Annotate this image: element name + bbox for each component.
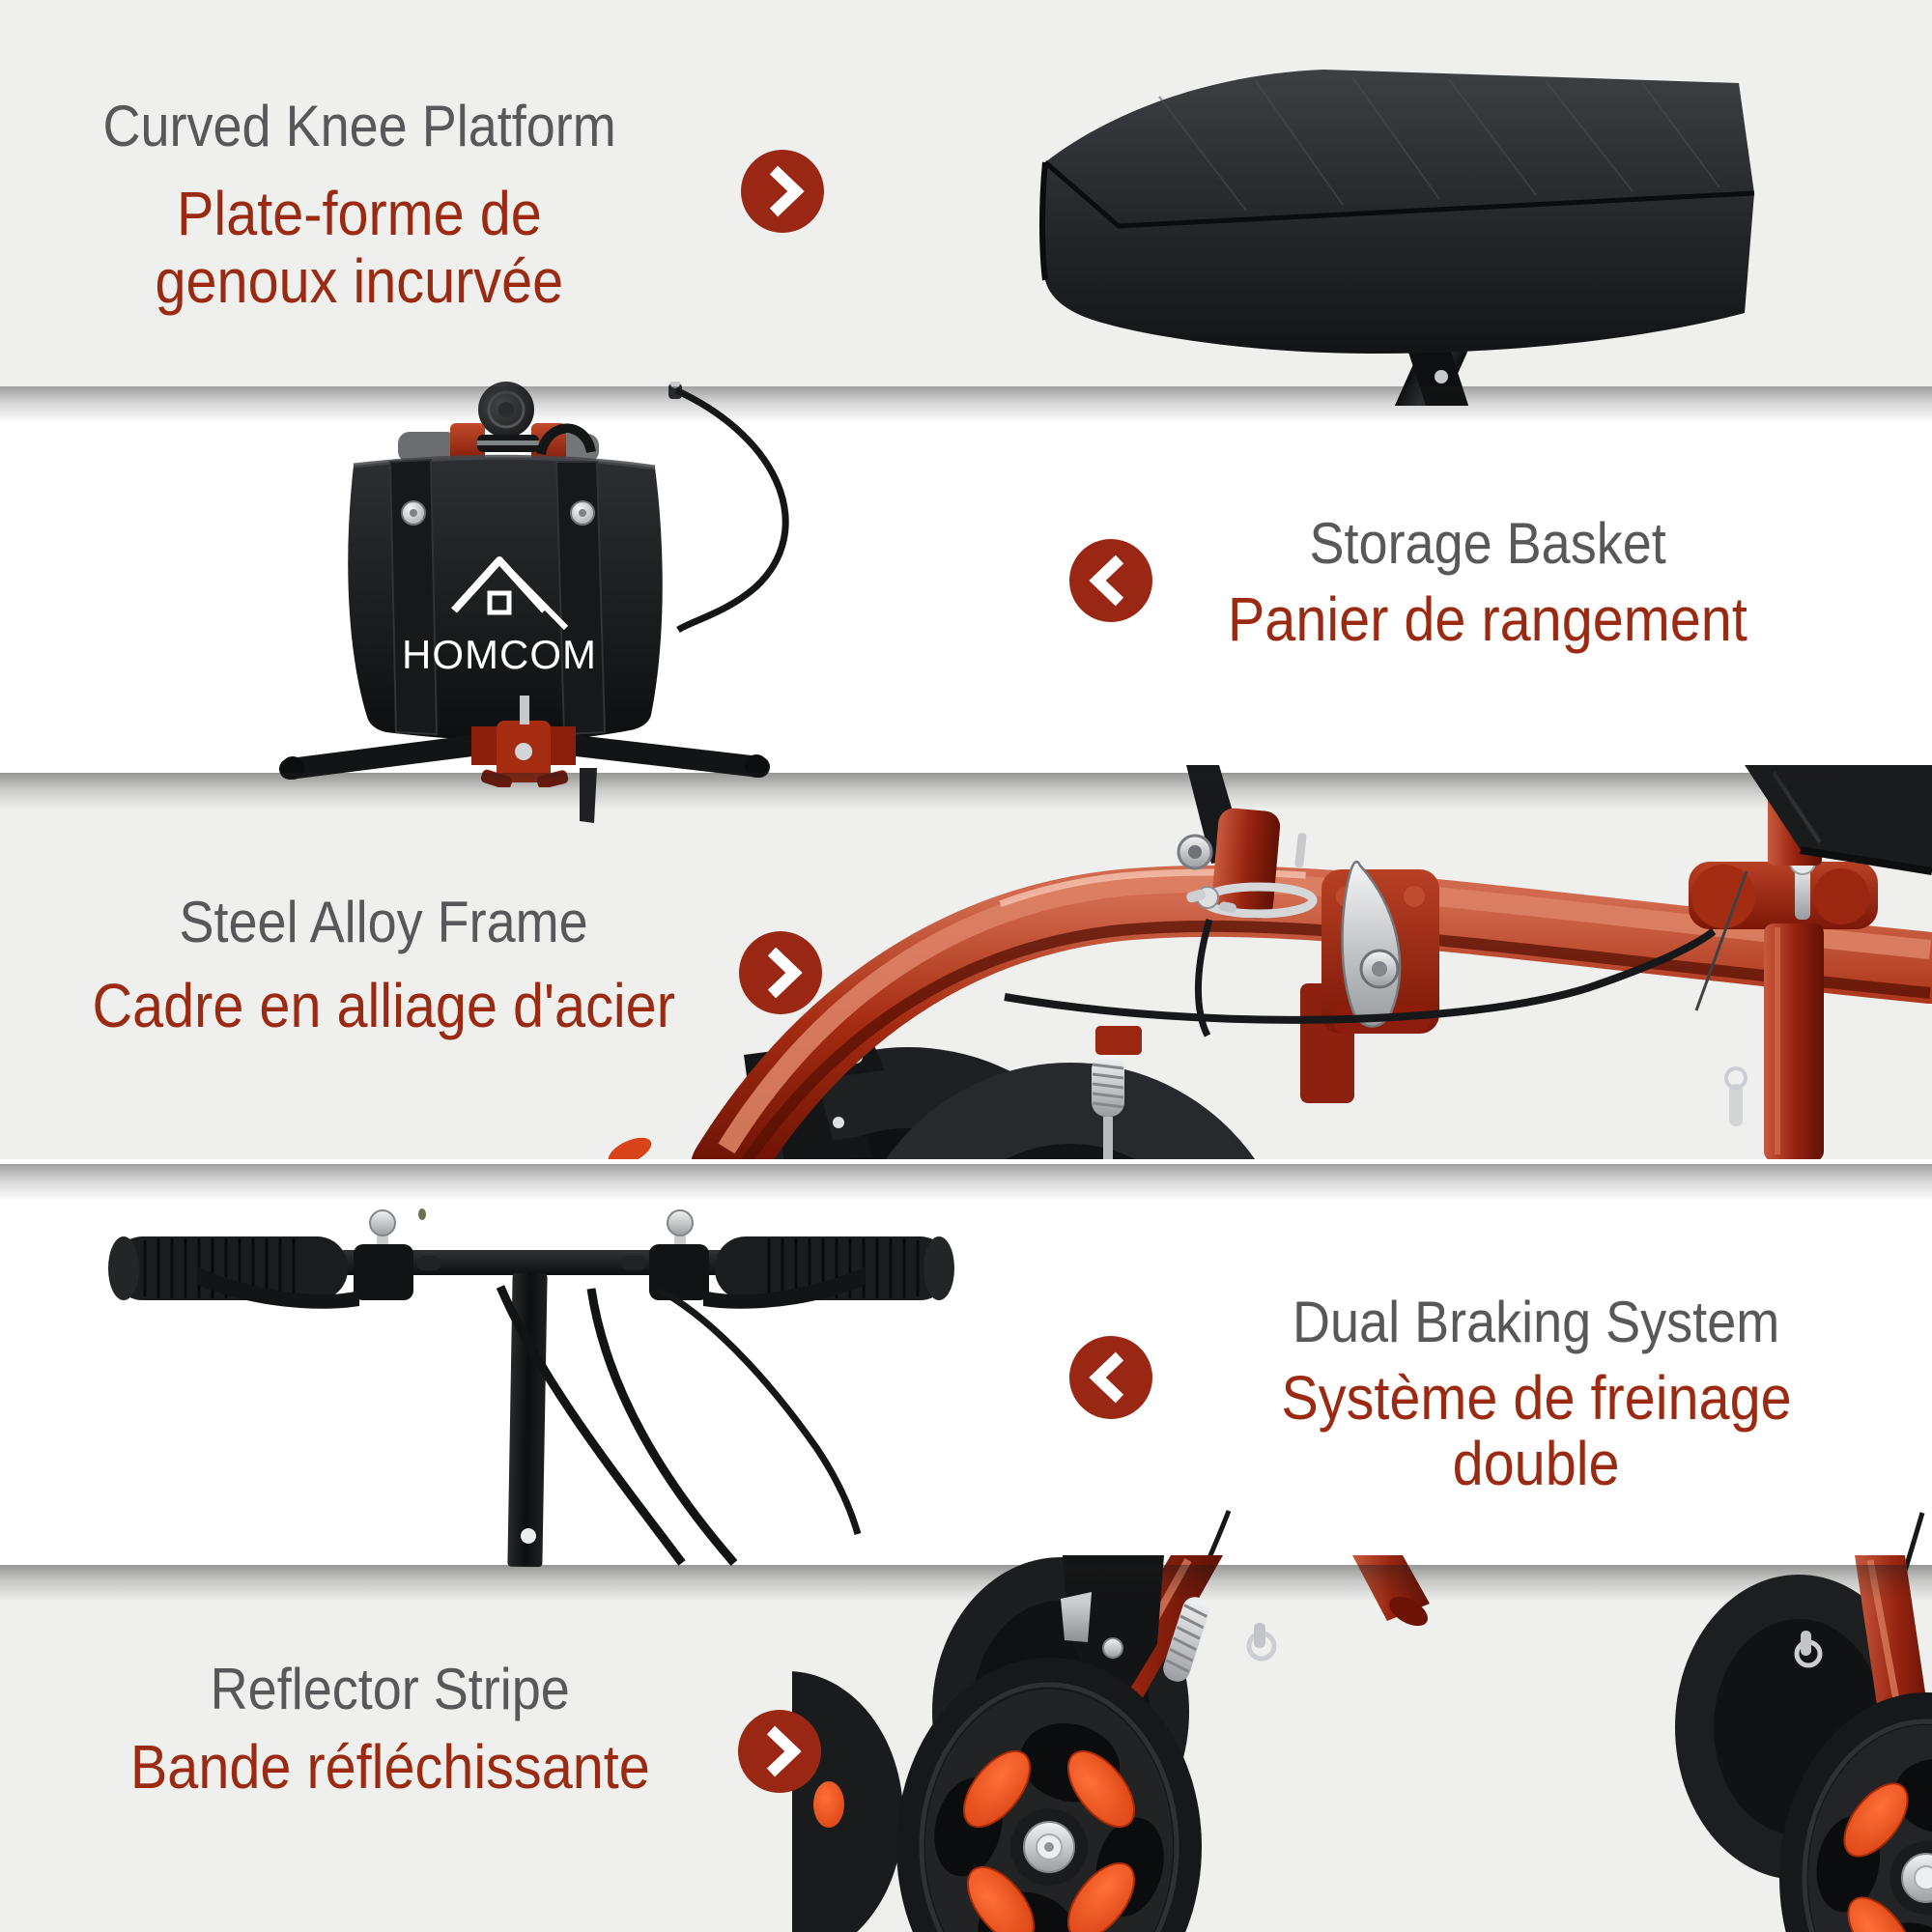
right-front-wheel [1779,1692,1932,1932]
frame-quick-release-clamp [1321,860,1439,1034]
knee-pad-photo [1039,70,1755,406]
band-storage-basket [0,386,1932,773]
storage-basket-photo: HOMCOM [279,382,789,787]
basket-mount-assembly [398,423,599,464]
homcom-logo: HOMCOM [402,556,597,677]
feature-1-title-en: Curved Knee Platform [102,94,616,158]
homcom-logo-text: HOMCOM [402,632,597,677]
basket-snap-left [401,500,426,526]
frame-spring [1092,1026,1142,1159]
basket-bag: HOMCOM [348,454,663,741]
feature-4-title-fr-line1: Système de freinage [1280,1363,1792,1433]
frame-basket-corner [1745,765,1932,875]
feature-5-title-fr: Bande réfléchissante [130,1732,650,1802]
handlebar-photo [108,1208,954,1567]
feature-3-arrow-right-icon [739,931,822,1014]
basket-lower-frame [279,696,770,787]
left-front-wheel [896,1658,1202,1932]
band-braking-system [0,1159,1932,1565]
feature-4-title-fr-line2: double [1452,1429,1620,1498]
frame-cables [1004,870,1748,1037]
handlebar-stem [507,1272,548,1567]
feature-2-title-en: Storage Basket [1309,511,1666,576]
steel-frame-photo [580,765,1932,1159]
knee-pad-cushion [1039,70,1755,354]
brake-levers [198,1267,865,1309]
frame-right-hinge [1689,848,1878,929]
feature-1-title-fr-line2: genoux incurvée [155,246,564,316]
brake-cables [496,1285,862,1566]
basket-adjustment-knob [478,382,534,443]
wheel-spring [1163,1597,1209,1682]
left-wheel-assembly [792,1510,1430,1932]
frame-upper-stem [1177,765,1318,920]
basket-snap-right [570,500,595,526]
frame-left-sliver [580,768,597,823]
feature-3-title-fr: Cadre en alliage d'acier [92,971,675,1040]
right-wheel-assembly [1675,1512,1932,1932]
feature-1-arrow-right-icon [741,150,824,233]
basket-brake-cable [668,382,789,634]
feature-1-title-fr-line1: Plate-forme de [177,179,542,248]
small-speck [418,1208,426,1220]
reflector-wheels-photo [792,1510,1932,1932]
handlebar-clamps [354,1209,709,1300]
feature-5-title-en: Reflector Stripe [210,1657,571,1721]
frame-main-tube [692,865,1932,1159]
feature-4-arrow-left-icon [1069,1336,1152,1419]
feature-3-title-en: Steel Alloy Frame [179,890,588,954]
feature-2-title-fr: Panier de rangement [1228,584,1747,654]
handlebar-left-grip [108,1236,348,1300]
feature-4-title-en: Dual Braking System [1292,1290,1780,1354]
feature-5-arrow-right-icon [738,1710,821,1793]
feature-2-arrow-left-icon [1069,539,1152,622]
